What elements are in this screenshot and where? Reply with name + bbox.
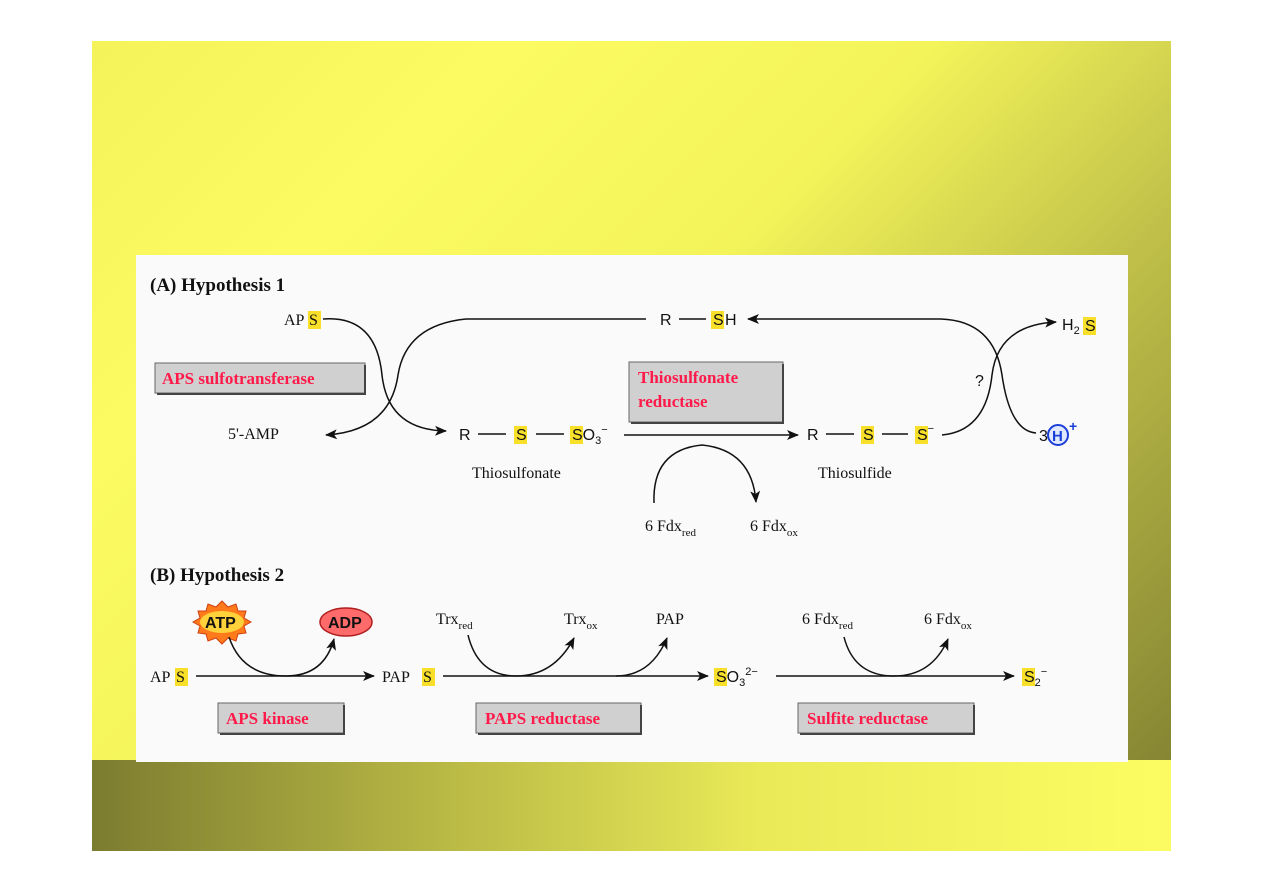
s-highlight — [308, 311, 321, 329]
question-mark: ? — [975, 373, 984, 390]
aps-label-b: AP — [150, 669, 171, 686]
arrow-to-pap — [615, 637, 668, 677]
fdx-red-a: 6 Fdxred — [645, 518, 696, 539]
enzyme-aps-kinase: APS kinase — [226, 709, 309, 728]
r-group: R — [459, 427, 471, 444]
arrow-to-h2s — [941, 317, 1057, 436]
h2s-label: H2 — [1062, 317, 1080, 337]
aps-label-a: AP — [284, 312, 305, 329]
s-highlight — [1083, 317, 1096, 335]
h-circle — [1047, 424, 1069, 446]
s-atom: S — [516, 427, 527, 444]
sulfate-reduction-figure: (A) Hypothesis 1 AP S 5'-AMP APS sulfotr… — [136, 255, 1128, 762]
s-atom: S — [713, 312, 724, 329]
arrow-fdx-loop — [653, 444, 761, 504]
slide-background-lower — [92, 760, 1171, 851]
trx-red: Trxred — [436, 611, 473, 632]
arrow-aps-to-thiosulfonate — [322, 318, 447, 436]
s-highlight — [514, 426, 527, 444]
adp-label: ADP — [328, 615, 362, 632]
so3-group: SO3− — [572, 424, 608, 447]
arrow-h-to-rsh — [940, 318, 1037, 434]
paps-label: PAP — [382, 669, 410, 686]
s-highlight — [861, 426, 874, 444]
s-highlight — [714, 668, 727, 686]
pap-label: PAP — [656, 611, 684, 628]
panel-a-header: (A) Hypothesis 1 — [150, 275, 285, 296]
arrow-fdx-loop-b — [843, 636, 949, 677]
h-atom-circled: H — [1052, 428, 1063, 445]
thiosulfide-label: Thiosulfide — [818, 465, 892, 482]
h-atom: H — [725, 312, 737, 329]
trx-ox: Trxox — [564, 611, 598, 632]
s-atom: S — [863, 427, 874, 444]
fdx-red-b: 6 Fdxred — [802, 611, 853, 632]
enzyme-sulfite-reductase: Sulfite reductase — [807, 709, 928, 728]
amp-label: 5'-AMP — [228, 426, 279, 443]
sulfite-label: SO32− — [716, 666, 758, 689]
enzyme-thiosulfonate-line2: reductase — [638, 392, 708, 411]
s-minus-atom: S− — [917, 423, 934, 444]
s-atom: S — [423, 669, 432, 686]
enzyme-box-sulfite-reductase — [797, 702, 975, 734]
enzyme-box-paps-reductase — [475, 702, 642, 734]
enzyme-thiosulfonate-line1: Thiosulfonate — [638, 368, 739, 387]
s-highlight — [422, 668, 435, 686]
fdx-ox-b: 6 Fdxox — [924, 611, 972, 632]
arrow-rsh-to-amp — [325, 318, 467, 440]
enzyme-box-aps-kinase — [217, 702, 345, 734]
enzyme-paps-reductase: PAPS reductase — [485, 709, 601, 728]
pathway-diagram: (A) Hypothesis 1 AP S 5'-AMP APS sulfotr… — [150, 275, 1096, 735]
plus-sign: + — [1069, 418, 1077, 434]
s-highlight — [570, 426, 583, 444]
s-atom: S — [309, 312, 318, 329]
s-atom: S — [1085, 318, 1096, 335]
arrow-trx-loop — [467, 634, 575, 677]
adp-oval-icon — [319, 607, 373, 637]
s-highlight — [711, 311, 724, 329]
thiosulfonate-label: Thiosulfonate — [472, 465, 561, 482]
fdx-ox-a: 6 Fdxox — [750, 518, 798, 539]
r-group: R — [807, 427, 819, 444]
s-atom: S — [176, 669, 185, 686]
enzyme-aps-sulfotransferase: APS sulfotransferase — [162, 369, 315, 388]
arrow-atp-to-adp — [228, 636, 336, 677]
s-highlight — [175, 668, 188, 686]
panel-b-header: (B) Hypothesis 2 — [150, 565, 284, 586]
three-label: 3 — [1039, 428, 1048, 445]
s2-label: S2− — [1024, 666, 1047, 689]
s-highlight — [1022, 668, 1035, 686]
r-group: R — [660, 312, 672, 329]
atp-label: ATP — [205, 615, 236, 632]
s-highlight — [915, 426, 928, 444]
